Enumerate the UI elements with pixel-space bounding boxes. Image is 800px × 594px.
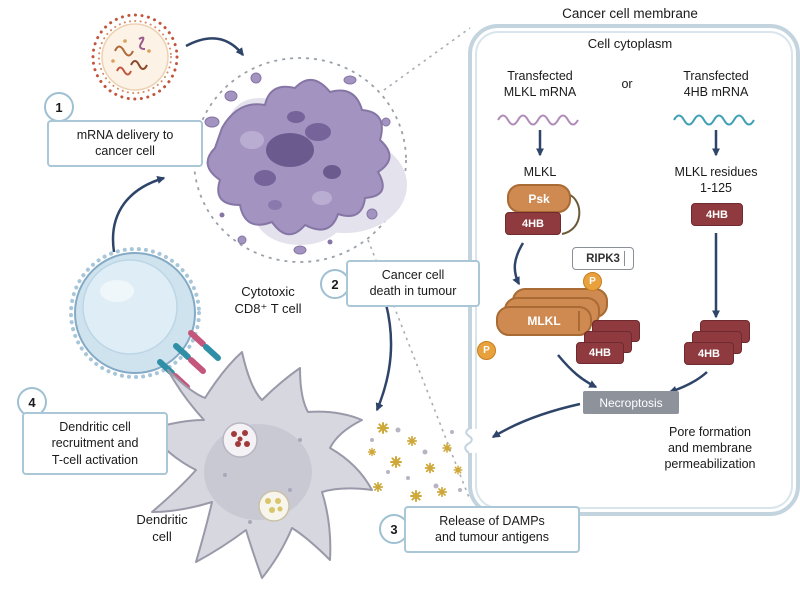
fourhb-domain-box-left: 4HB — [505, 212, 561, 235]
transfected-4hb-label: Transfected 4HB mRNA — [683, 69, 749, 99]
phospho-p-circle-bottom: P — [477, 341, 496, 360]
or-label: or — [621, 77, 633, 91]
arrow-step2-to-damps-icon — [375, 303, 393, 412]
lipid-nanoparticle-icon — [91, 13, 179, 101]
damp-stars-icon — [367, 422, 463, 502]
arrow-tcell-to-cancer-icon — [111, 176, 166, 253]
dendritic-cell-label: Dendritic cell — [136, 512, 188, 544]
mlkl-protein-label: MLKL — [523, 165, 557, 179]
cancer-cell — [204, 72, 391, 255]
phospho-p-circle-top: P — [583, 272, 602, 291]
step-2-label: Cancer cell death in tumour — [346, 260, 480, 307]
step-3-label: Release of DAMPs and tumour antigens — [404, 506, 580, 553]
tcell-label: Cytotoxic CD8⁺ T cell — [234, 284, 302, 316]
pore-formation-label: Pore formation and membrane permeabiliza… — [664, 425, 756, 471]
mlkl-residues-label: MLKL residues 1-125 — [674, 165, 758, 195]
membrane-title: Cancer cell membrane — [562, 6, 698, 21]
fourhb-domain-box-right: 4HB — [691, 203, 743, 226]
fourhb-stack-left-front: 4HB — [576, 342, 624, 364]
cancer-cell-debris — [230, 98, 407, 245]
step-1-circle: 1 — [44, 92, 74, 122]
cd8-tcell — [69, 247, 201, 379]
receptor-pairs-icon — [157, 330, 221, 390]
fourhb-stack-right-front: 4HB — [684, 342, 734, 365]
cytoplasm-label: Cell cytoplasm — [587, 36, 673, 51]
step-4-label: Dendritic cell recruitment and T-cell ac… — [22, 412, 168, 475]
arrow-np-to-cancer-icon — [185, 37, 244, 57]
damp-dots-icon — [370, 427, 462, 492]
transfected-mlkl-label: Transfected MLKL mRNA — [503, 69, 577, 99]
ripk3-box: RIPK3 — [572, 247, 634, 270]
tumour-dotted-circle — [193, 57, 407, 263]
step-1-label: mRNA delivery to cancer cell — [47, 120, 203, 167]
necroptosis-box: Necroptosis — [583, 391, 679, 414]
psk-domain-box: Psk — [507, 184, 571, 213]
mlkl-stack-front: MLKL — [496, 306, 592, 336]
